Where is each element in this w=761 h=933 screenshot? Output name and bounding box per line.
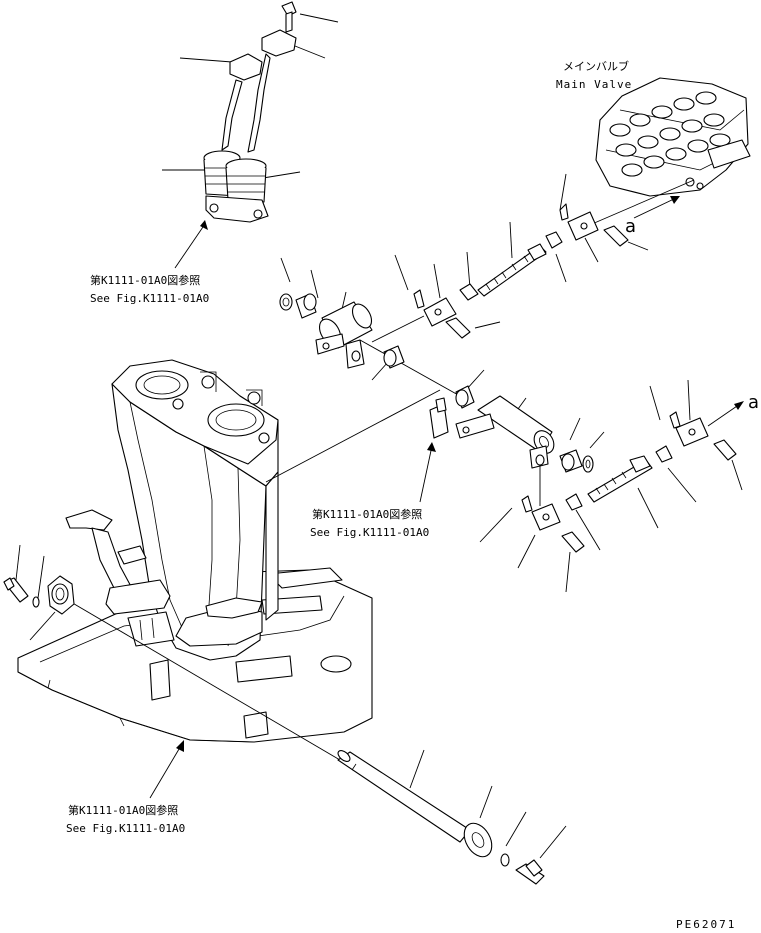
ref-1-jp-label: 第K1111-01A0図参照 [90, 273, 200, 287]
lower-linkage [521, 401, 744, 553]
frame-arrow [149, 740, 184, 799]
connection-line [265, 389, 441, 483]
upper-linkage [371, 203, 629, 343]
pedal-bracket [65, 509, 175, 647]
lower-shaft [63, 597, 545, 885]
lever-assembly [174, 1, 297, 269]
main-valve-en-label: Main Valve [556, 78, 632, 91]
ref-2-jp-label: 第K1111-01A0図参照 [312, 507, 422, 521]
drawing-number: PE62071 [676, 918, 736, 931]
ref-1-en-label: See Fig.K1111-01A0 [90, 292, 209, 305]
main-valve [591, 77, 751, 225]
labels: メインバルブ Main Valve 第K1111-01A0図参照 See Fig… [66, 59, 759, 931]
leader-lines [15, 13, 743, 859]
valve-arrow [633, 196, 680, 219]
ref-2-en-label: See Fig.K1111-01A0 [310, 526, 429, 539]
upper-lever-arm [279, 293, 475, 409]
ref-3-jp-label: 第K1111-01A0図参照 [68, 803, 178, 817]
lower-lever-arm [419, 395, 594, 506]
main-valve-jp-label: メインバルブ [563, 59, 629, 73]
connection-mark-a-1: a [625, 216, 636, 237]
console-tower [111, 359, 279, 661]
left-flange-set [3, 575, 75, 615]
ref-3-en-label: See Fig.K1111-01A0 [66, 822, 185, 835]
connection-mark-a-2: a [748, 392, 759, 413]
